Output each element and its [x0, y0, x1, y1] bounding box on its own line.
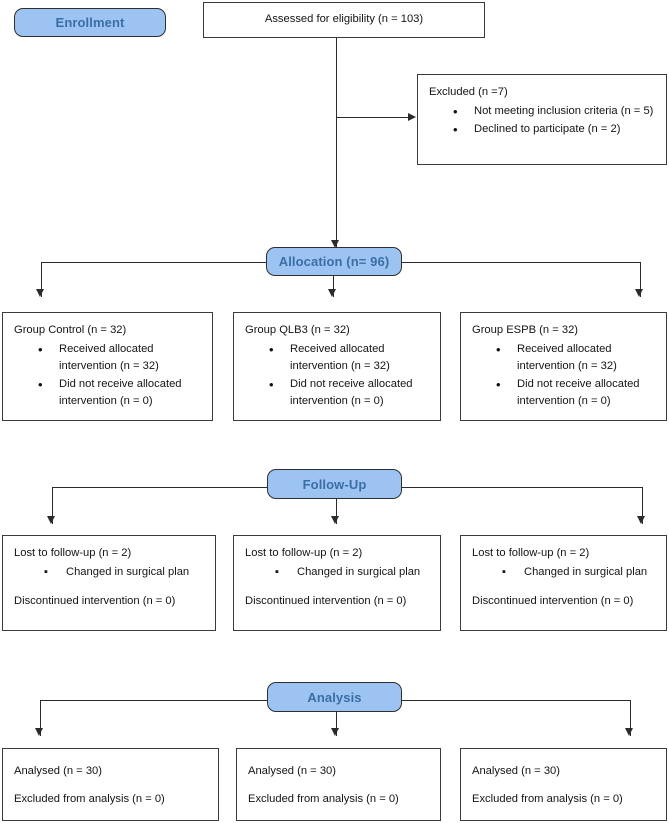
arrowhead-allocation-left: [36, 289, 45, 297]
allocation-box-espb: Group ESPB (n = 32) Received allocated i…: [460, 312, 667, 421]
assessed-for-eligibility-text: Assessed for eligibility (n = 103): [264, 13, 424, 26]
arrowhead-analysis-right: [625, 728, 634, 736]
allocation-branch-right: [640, 262, 642, 297]
list-item: Declined to participate (n = 2): [429, 120, 656, 140]
stage-pill-enrollment-label: Enrollment: [55, 15, 125, 30]
stage-pill-allocation-label: Allocation (n= 96): [278, 254, 390, 269]
analysed-text: Analysed (n = 30): [248, 765, 336, 777]
arrowhead-analysis-center: [331, 728, 340, 736]
list-item: Did not receive allocated intervention (…: [14, 375, 202, 410]
arrowhead-allocation-center: [328, 289, 337, 297]
followup-lost-text: Lost to follow-up (n = 2): [472, 547, 590, 559]
list-item: Changed in surgical plan: [14, 564, 205, 581]
allocation-group-list: Received allocated intervention (n = 32)…: [14, 340, 202, 410]
followup-branch-center: [336, 497, 338, 524]
followup-box-control: Lost to follow-up (n = 2) Changed in sur…: [2, 535, 216, 631]
allocation-group-heading: Group ESPB (n = 32): [472, 324, 579, 336]
arrowhead-followup-center: [331, 516, 340, 524]
excluded-from-analysis-text: Excluded from analysis (n = 0): [248, 793, 399, 806]
allocation-box-control: Group Control (n = 32) Received allocate…: [2, 312, 213, 421]
followup-reason-list: Changed in surgical plan: [245, 564, 430, 581]
list-item: Changed in surgical plan: [472, 564, 656, 581]
stage-pill-enrollment: Enrollment: [14, 8, 166, 37]
followup-discontinued-text: Discontinued intervention (n = 0): [472, 595, 634, 608]
assessed-for-eligibility-box: Assessed for eligibility (n = 103): [203, 2, 485, 38]
followup-reason-list: Changed in surgical plan: [472, 564, 656, 581]
followup-branch-right: [642, 487, 644, 524]
analysis-branch-left: [40, 700, 42, 736]
arrowhead-assessed-to-allocation: [331, 240, 340, 248]
followup-reason-list: Changed in surgical plan: [14, 564, 205, 581]
followup-box-espb: Lost to follow-up (n = 2) Changed in sur…: [460, 535, 667, 631]
excluded-heading: Excluded (n =7): [429, 86, 508, 98]
list-item: Received allocated intervention (n = 32): [472, 340, 656, 375]
followup-discontinued-text: Discontinued intervention (n = 0): [245, 595, 407, 608]
list-item: Received allocated intervention (n = 32): [245, 340, 430, 375]
list-item: Changed in surgical plan: [245, 564, 430, 581]
analysis-box-control: Analysed (n = 30) Excluded from analysis…: [2, 748, 219, 821]
connector-assessed-to-allocation: [336, 38, 338, 248]
excluded-from-analysis-text: Excluded from analysis (n = 0): [14, 793, 165, 806]
arrowhead-to-excluded: [408, 112, 416, 121]
arrowhead-allocation-right: [635, 289, 644, 297]
list-item: Did not receive allocated intervention (…: [472, 375, 656, 410]
arrowhead-followup-left: [47, 516, 56, 524]
followup-lost-text: Lost to follow-up (n = 2): [14, 547, 132, 559]
allocation-branch-left: [41, 262, 43, 297]
connector-to-excluded: [336, 117, 410, 119]
excluded-reason-list: Not meeting inclusion criteria (n = 5) D…: [429, 102, 656, 140]
excluded-box: Excluded (n =7) Not meeting inclusion cr…: [417, 74, 667, 165]
analysed-text: Analysed (n = 30): [14, 765, 102, 777]
allocation-group-heading: Group QLB3 (n = 32): [245, 324, 350, 336]
arrowhead-analysis-left: [35, 728, 44, 736]
list-item: Not meeting inclusion criteria (n = 5): [429, 102, 656, 122]
analysis-branch-right: [630, 700, 632, 736]
followup-discontinued-text: Discontinued intervention (n = 0): [14, 595, 176, 608]
stage-pill-followup: Follow-Up: [267, 469, 402, 499]
excluded-from-analysis-text: Excluded from analysis (n = 0): [472, 793, 623, 806]
analysis-branch-center: [336, 710, 338, 736]
list-item: Did not receive allocated intervention (…: [245, 375, 430, 410]
analysed-text: Analysed (n = 30): [472, 765, 560, 777]
arrowhead-followup-right: [637, 516, 646, 524]
allocation-box-qlb3: Group QLB3 (n = 32) Received allocated i…: [233, 312, 441, 421]
allocation-group-heading: Group Control (n = 32): [14, 324, 127, 336]
followup-lost-text: Lost to follow-up (n = 2): [245, 547, 363, 559]
followup-box-qlb3: Lost to follow-up (n = 2) Changed in sur…: [233, 535, 441, 631]
followup-branch-left: [52, 487, 54, 524]
allocation-group-list: Received allocated intervention (n = 32)…: [472, 340, 656, 410]
analysis-box-qlb3: Analysed (n = 30) Excluded from analysis…: [236, 748, 441, 821]
stage-pill-analysis-label: Analysis: [307, 689, 362, 705]
allocation-branch-center: [333, 272, 335, 297]
analysis-box-espb: Analysed (n = 30) Excluded from analysis…: [460, 748, 667, 821]
stage-pill-analysis: Analysis: [267, 682, 402, 712]
allocation-group-list: Received allocated intervention (n = 32)…: [245, 340, 430, 410]
stage-pill-allocation: Allocation (n= 96): [266, 247, 402, 276]
stage-pill-followup-label: Follow-Up: [302, 476, 367, 492]
list-item: Received allocated intervention (n = 32): [14, 340, 202, 375]
